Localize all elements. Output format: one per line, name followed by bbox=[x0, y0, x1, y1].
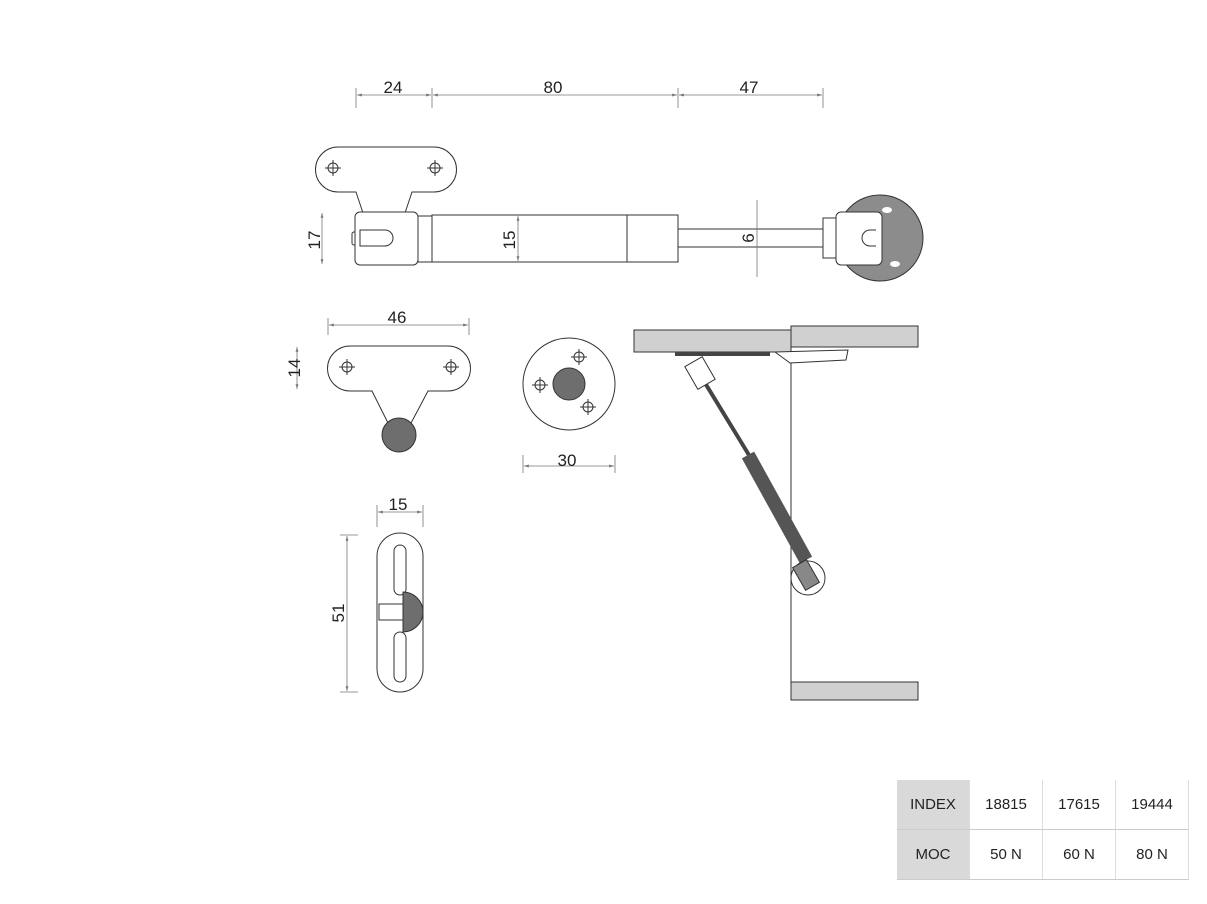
row-header-moc: MOC bbox=[897, 829, 970, 880]
mounting-disc: 30 bbox=[522, 337, 616, 473]
dim-15-plate: 15 bbox=[389, 495, 408, 514]
dim-80: 80 bbox=[544, 78, 563, 97]
table-cell: 17615 bbox=[1042, 780, 1116, 830]
specification-table: INDEX 18815 17615 19444 MOC 50 N 60 N 80… bbox=[897, 780, 1189, 880]
dim-24: 24 bbox=[384, 78, 403, 97]
dim-15-cylinder: 15 bbox=[500, 231, 519, 250]
cabinet-installation-view bbox=[633, 325, 919, 701]
dim-30: 30 bbox=[558, 451, 577, 470]
table-row: MOC 50 N 60 N 80 N bbox=[897, 829, 1189, 880]
row-header-index: INDEX bbox=[897, 780, 970, 830]
dim-6: 6 bbox=[739, 233, 758, 242]
table-cell: 18815 bbox=[969, 780, 1043, 830]
table-cell: 50 N bbox=[969, 829, 1043, 880]
dim-17: 17 bbox=[305, 231, 324, 250]
table-cell: 80 N bbox=[1115, 829, 1189, 880]
dim-47: 47 bbox=[740, 78, 759, 97]
top-dimensions: 24 80 47 bbox=[355, 78, 824, 108]
table-row: INDEX 18815 17615 19444 bbox=[897, 780, 1189, 830]
dim-46: 46 bbox=[388, 308, 407, 327]
gas-strut-side-view: 17 15 6 bbox=[305, 146, 924, 282]
dim-14: 14 bbox=[285, 359, 304, 378]
mounting-plate: 15 51 bbox=[329, 495, 424, 693]
bracket-front-view: 46 14 bbox=[285, 308, 471, 453]
table-cell: 60 N bbox=[1042, 829, 1116, 880]
table-cell: 19444 bbox=[1115, 780, 1189, 830]
dim-51: 51 bbox=[329, 604, 348, 623]
